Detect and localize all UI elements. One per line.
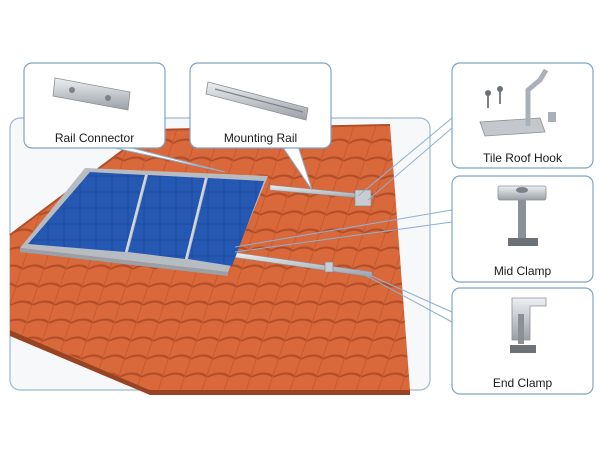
end-clamp-label: End Clamp (452, 376, 593, 390)
rail-connector-label: Rail Connector (24, 131, 165, 145)
tile-roof-hook-label: Tile Roof Hook (452, 151, 593, 165)
mounting-rail-label: Mounting Rail (190, 131, 331, 145)
mid-clamp-label: Mid Clamp (452, 264, 593, 278)
